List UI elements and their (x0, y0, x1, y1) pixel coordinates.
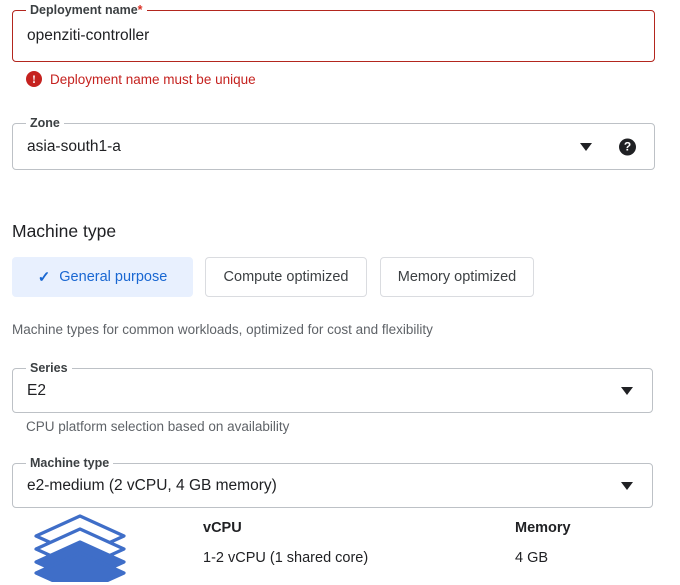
tab-compute-optimized[interactable]: Compute optimized (205, 257, 367, 297)
machine-type-heading: Machine type (12, 221, 117, 241)
check-icon: ✓ (37, 269, 51, 286)
series-value: E2 (27, 381, 46, 399)
deployment-name-error: ! Deployment name must be unique (26, 71, 256, 87)
chevron-down-icon[interactable] (621, 386, 633, 395)
family-description: Machine types for common workloads, opti… (12, 322, 433, 337)
tab-memory-optimized-label: Memory optimized (397, 269, 517, 285)
deployment-name-label: Deployment name* (26, 3, 147, 18)
required-asterisk: * (137, 3, 143, 17)
tab-memory-optimized[interactable]: Memory optimized (380, 257, 534, 297)
machine-type-field[interactable]: Machine type e2-medium (2 vCPU, 4 GB mem… (12, 456, 653, 508)
memory-header: Memory (515, 520, 571, 536)
tab-general-purpose[interactable]: ✓ General purpose (12, 257, 193, 297)
chevron-down-icon[interactable] (621, 481, 633, 490)
zone-label: Zone (26, 116, 64, 131)
deployment-name-input[interactable]: openziti-controller (27, 27, 150, 44)
vcpu-header: vCPU (203, 520, 242, 536)
tab-compute-optimized-label: Compute optimized (223, 269, 349, 285)
series-field[interactable]: Series E2 (12, 361, 653, 413)
error-circle-icon: ! (26, 71, 42, 87)
deployment-name-error-text: Deployment name must be unique (50, 71, 256, 87)
machine-type-field-label: Machine type (26, 456, 114, 471)
zone-value: asia-south1-a (27, 137, 121, 155)
stacked-layers-icon (30, 512, 130, 585)
vcpu-value: 1-2 vCPU (1 shared core) (203, 550, 369, 566)
help-icon[interactable]: ? (619, 138, 636, 155)
machine-type-value: e2-medium (2 vCPU, 4 GB memory) (27, 476, 277, 494)
zone-field[interactable]: Zone asia-south1-a ? (12, 116, 655, 170)
series-label: Series (26, 361, 72, 376)
deployment-name-field[interactable]: Deployment name* openziti-controller (12, 3, 655, 62)
series-helper-text: CPU platform selection based on availabi… (26, 419, 290, 434)
memory-value: 4 GB (515, 550, 549, 566)
tab-general-purpose-label: General purpose (59, 269, 168, 285)
chevron-down-icon[interactable] (580, 142, 592, 151)
